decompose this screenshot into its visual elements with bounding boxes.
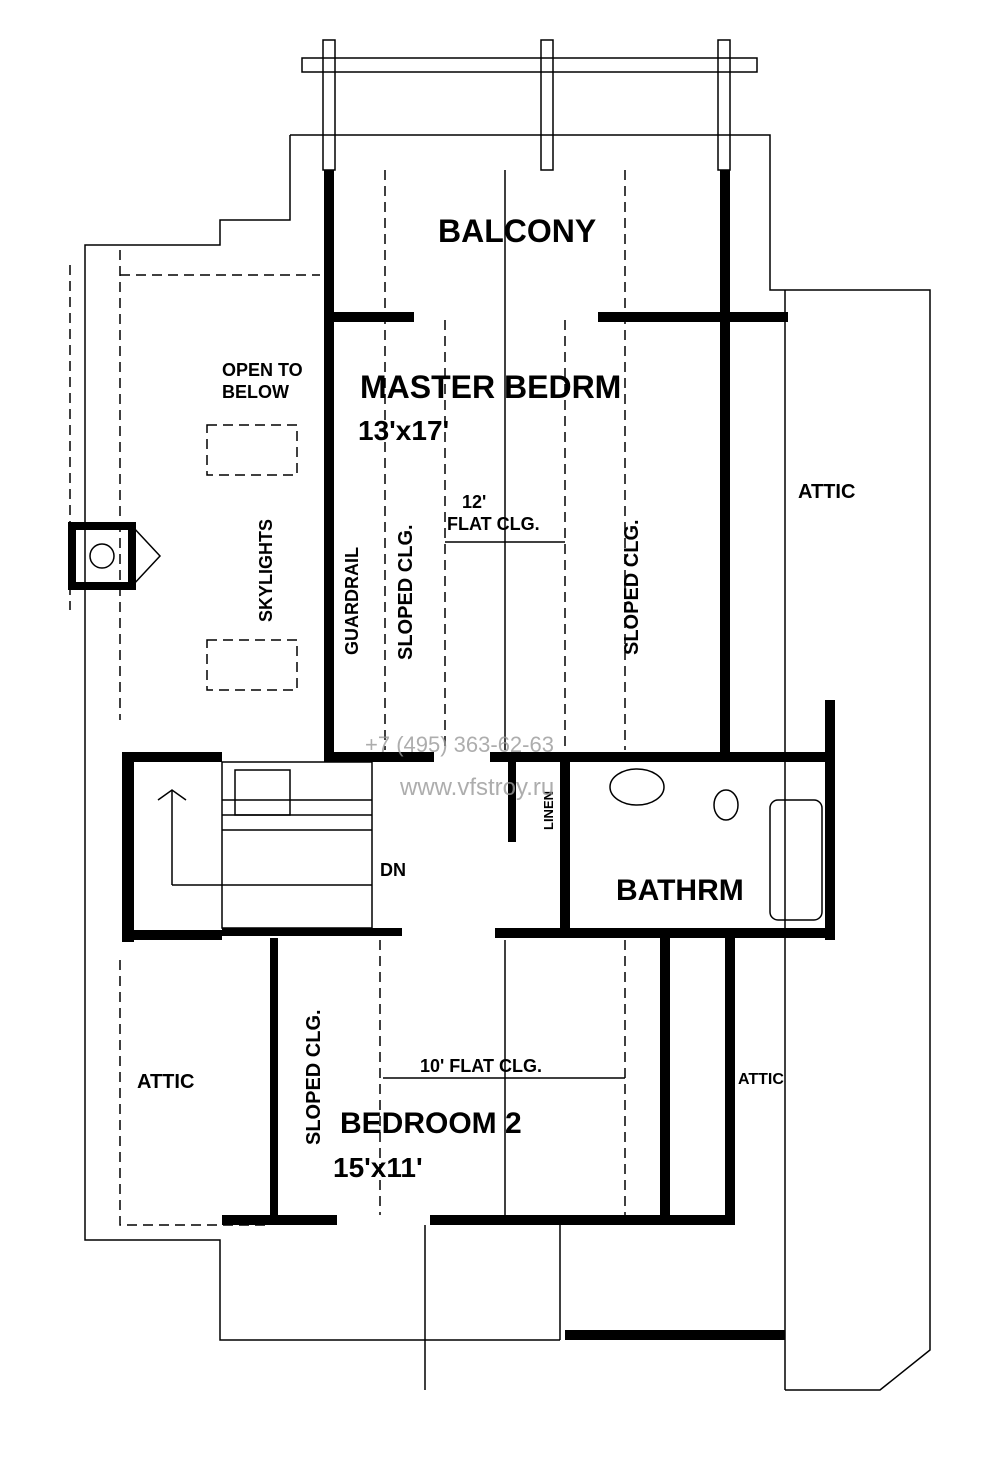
walls [122, 170, 835, 1340]
sloped-ceiling-label-bedroom2: SLOPED CLG. [303, 1009, 325, 1145]
sloped-ceiling-label: SLOPED CLG. [395, 524, 417, 660]
open-to-below-label: OPEN TO [222, 360, 303, 380]
sloped-ceiling-label-right: SLOPED CLG. [621, 519, 643, 655]
open-to-below-label-2: BELOW [222, 382, 289, 402]
bathroom-label: BATHRM [616, 874, 744, 907]
attic-label-left: ATTIC [137, 1071, 194, 1093]
watermark-phone: +7 (495) 363-62-63 [365, 732, 554, 757]
balcony-label: BALCONY [438, 213, 596, 249]
bedroom2-size: 15'x11' [333, 1152, 423, 1183]
flat-ceiling-label: FLAT CLG. [447, 514, 540, 534]
flat-ceiling-dimension: 12' [462, 492, 486, 512]
stairs-down-label: DN [380, 860, 406, 880]
flat-ceiling-label-bedroom2: 10' FLAT CLG. [420, 1056, 542, 1076]
chimney [68, 522, 162, 590]
ceiling-lines [379, 170, 626, 1215]
master-bedroom-size: 13'x17' [358, 415, 449, 446]
watermark-url: www.vfstroy.ru [399, 774, 554, 801]
attic-label-small: ATTIC [738, 1071, 784, 1088]
skylights [206, 424, 298, 691]
bedroom2-label: BEDROOM 2 [340, 1107, 522, 1140]
skylights-label: SKYLIGHTS [256, 519, 276, 622]
bath-fixtures [609, 768, 823, 921]
guardrail-label: GUARDRAIL [342, 547, 362, 655]
stairs [157, 761, 373, 929]
attic-label-right: ATTIC [798, 481, 855, 503]
linen-label: LINEN [541, 791, 556, 830]
master-bedroom-label: MASTER BEDRM [360, 369, 621, 405]
